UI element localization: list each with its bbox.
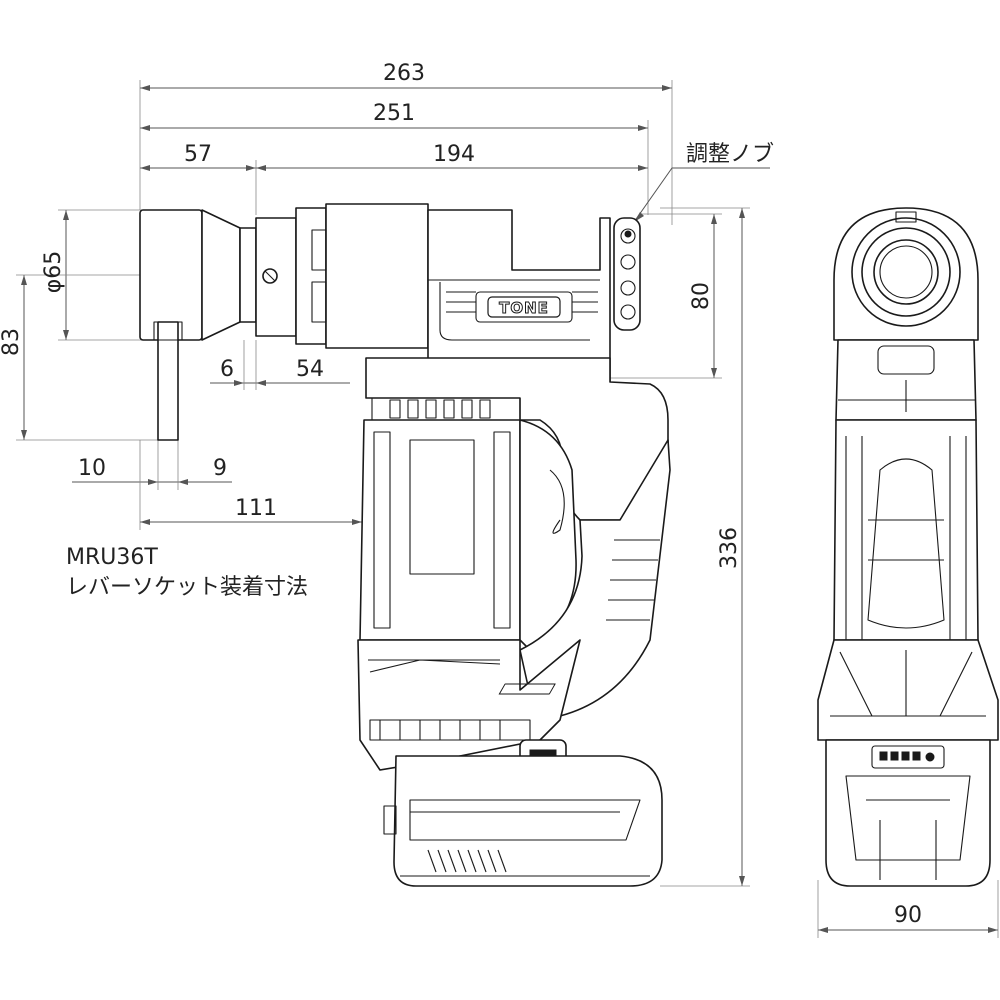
labels: 調整ノブ MRU36T レバーソケット装着寸法 bbox=[66, 142, 774, 600]
dim-9: 9 bbox=[213, 456, 227, 481]
dim-111: 111 bbox=[235, 496, 277, 521]
tool-side-view: TONE bbox=[139, 203, 671, 887]
tone-logo: TONE bbox=[499, 299, 549, 317]
caption-label: レバーソケット装着寸法 bbox=[66, 575, 308, 600]
motor-housing bbox=[427, 209, 611, 383]
dim-336: 336 bbox=[717, 527, 742, 569]
battery-indicator bbox=[871, 745, 945, 769]
dim-83: 83 bbox=[0, 328, 24, 356]
dim-6: 6 bbox=[220, 357, 234, 382]
socket-taper bbox=[201, 209, 241, 341]
dim-10: 10 bbox=[78, 456, 106, 481]
grip-window bbox=[409, 439, 475, 575]
dim-54: 54 bbox=[296, 357, 324, 382]
battery-vents bbox=[427, 849, 507, 873]
dimension-values: 263 251 57 194 6 54 10 9 111 90 φ65 83 8… bbox=[0, 61, 922, 928]
battery-pack bbox=[393, 755, 663, 887]
socket-neck bbox=[239, 227, 257, 323]
adjust-knob bbox=[613, 217, 641, 331]
vent-slots bbox=[389, 399, 491, 419]
dim-phi65: φ65 bbox=[41, 251, 66, 294]
model-label: MRU36T bbox=[66, 545, 158, 570]
dimension-lines-top bbox=[139, 80, 673, 225]
socket bbox=[139, 209, 203, 341]
tool-rear-view bbox=[817, 207, 999, 887]
dimension-lines-left bbox=[16, 209, 362, 530]
dim-194: 194 bbox=[433, 142, 475, 167]
dimension-lines-right bbox=[610, 167, 999, 938]
gear-housing bbox=[295, 207, 327, 345]
rear-grip bbox=[833, 419, 979, 641]
rear-battery-mount bbox=[817, 639, 999, 741]
battery-mount bbox=[357, 639, 581, 771]
adjust-knob-label: 調整ノブ bbox=[686, 142, 774, 167]
gearbox bbox=[325, 203, 429, 349]
dim-90: 90 bbox=[894, 903, 922, 928]
dim-263: 263 bbox=[383, 61, 425, 86]
grip bbox=[359, 419, 521, 641]
dim-80: 80 bbox=[689, 282, 714, 310]
dim-57: 57 bbox=[184, 142, 212, 167]
dim-251: 251 bbox=[373, 101, 415, 126]
